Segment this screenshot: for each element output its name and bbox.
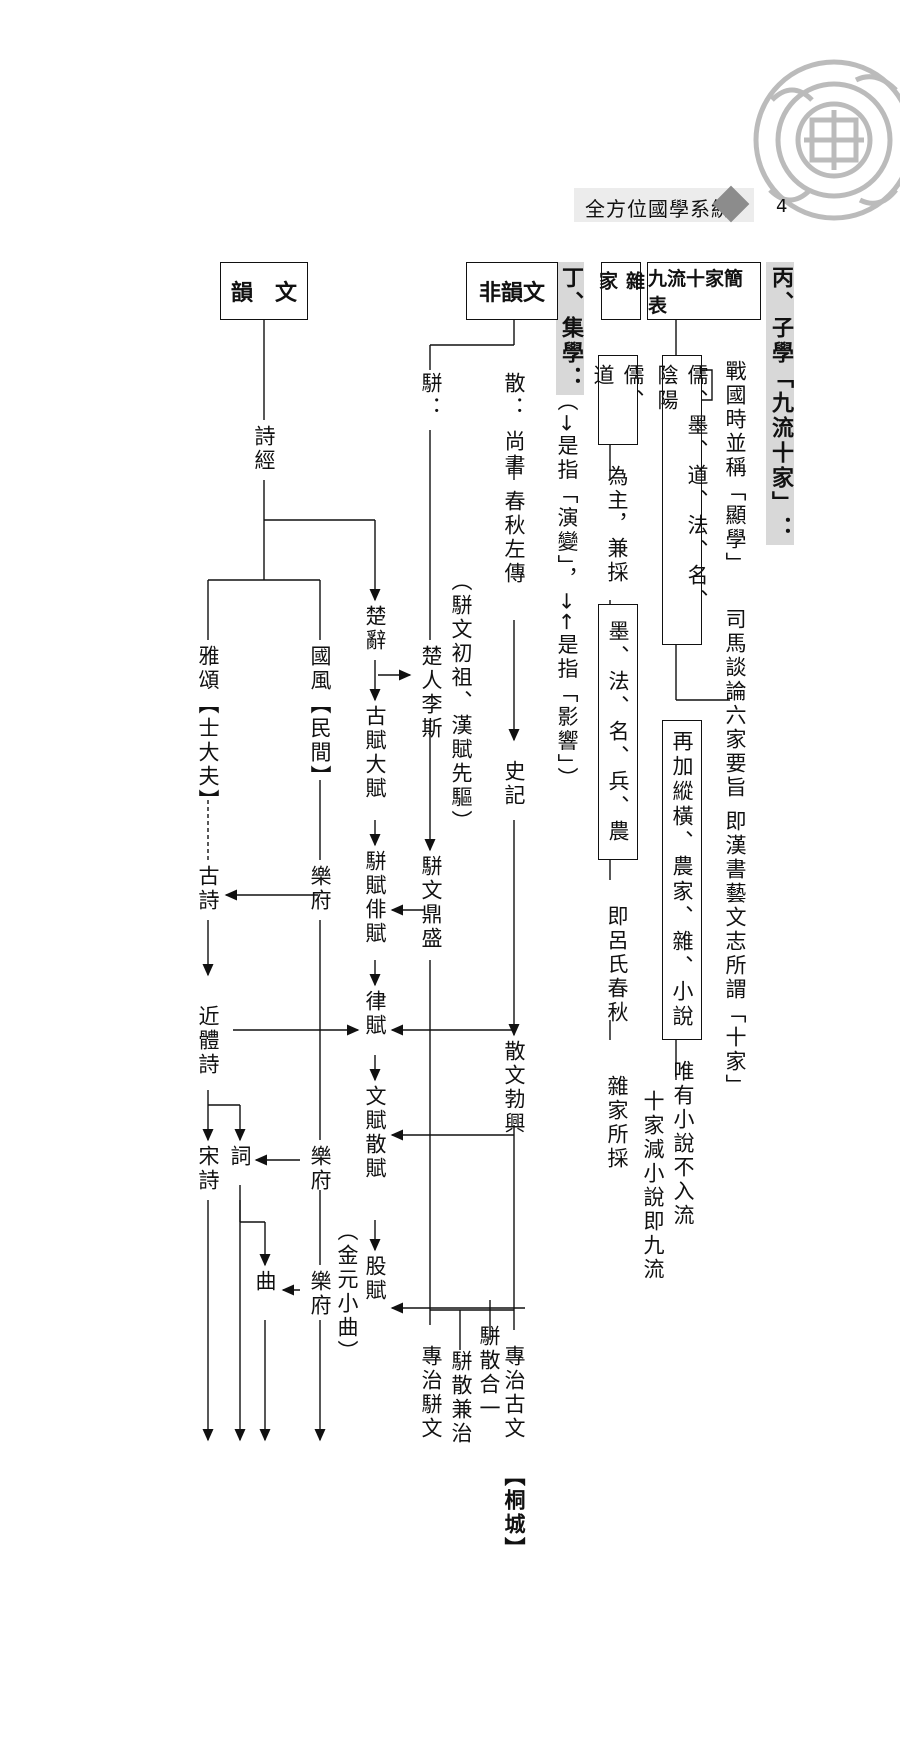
chunqiu-zuozhuan: 春秋左傳 [502,490,526,586]
gufu: 股賦 [363,1255,387,1303]
zhuanzhi-pianwen: 專治駢文 [419,1345,443,1441]
za-others-box: 墨、法、名、兵、農 [598,604,638,860]
rhyme-box: 韻 文 [220,262,308,320]
group2-note-shijia: 即漢書藝文志所謂「十家」 [723,810,747,1098]
section-bing-heading: 丙、子學「九流十家」： [766,262,794,545]
legend-text: （→是指「演變」，→←是指「影響」） [555,390,579,791]
decorative-seal-icon [753,59,900,221]
shijing: 詩經 [252,425,276,473]
gushi: 古詩 [196,865,220,913]
za-mid: 為主，兼採 [605,465,629,585]
piansan-jianzhi: 駢散兼治 [449,1350,473,1446]
yuefu-1: 樂府 [308,865,332,913]
jinyuan-xiaoqu: （金元小曲） [335,1220,359,1364]
lufu: 律賦 [363,990,387,1038]
san-label: 散： [502,372,526,420]
pianwen-dingsheng: 駢文鼎盛 [419,855,443,951]
jintishi: 近體詩 [196,1005,220,1077]
book-title: 全方位國學系統 [585,197,732,221]
page-number: 4 [776,196,788,217]
chuci: 楚辭 [363,605,387,653]
pian-label: 駢： [419,372,443,420]
group1-note-sima: 司馬談論六家要旨 [723,608,747,800]
group1-box: 儒、墨、道、法、名、陰陽 [655,355,709,645]
group1-note-xianxue: 戰國時並稱「顯學」 [723,360,747,576]
piansan-heyi: 駢散合一 [477,1325,501,1421]
shiji: 史記 [502,760,526,808]
gufu-dafu: 古賦大賦 [363,705,387,801]
group2-box: 再加縱橫、農家、雜、小說 [662,720,702,1040]
ci: 詞 [228,1145,252,1169]
songshi: 宋詩 [196,1145,220,1193]
nine-note-b: 十家減小說即九流 [641,1090,665,1282]
tongcheng-school: 【桐城】 [502,1465,526,1561]
zajia-box: 雜家 [596,262,645,320]
sanwen-boxing: 散文勃興 [502,1040,526,1136]
yuefu-2: 樂府 [308,1145,332,1193]
za-note-lushi: 即呂氏春秋 [605,905,629,1025]
non-rhyme-box: 非韻文 [466,262,558,320]
shangshu: 尚書 [502,430,526,478]
yuefu-3: 樂府 [308,1270,332,1318]
za-main-box: 儒、道 [591,355,645,445]
zhuanzhi-guwen: 專治古文 [502,1345,526,1441]
nine-note-a: 唯有小說不入流 [671,1060,695,1228]
qu: 曲 [253,1270,277,1294]
pianfu-paifu: 駢賦俳賦 [363,850,387,946]
pian-origin: （駢文初祖、漢賦先驅） [449,570,473,834]
churen-lisi: 楚人李斯 [419,645,443,741]
wenfu-sanfu: 文賦散賦 [363,1085,387,1181]
yasong-shidafu: 雅頌【士大夫】 [196,645,220,813]
section-ding-heading: 丁、集學： [556,262,584,395]
za-tail: 雜家所採 [605,1075,629,1171]
table-box: 九流十家簡表 [647,262,761,320]
guofeng-minjian: 國風【民間】 [308,645,332,789]
